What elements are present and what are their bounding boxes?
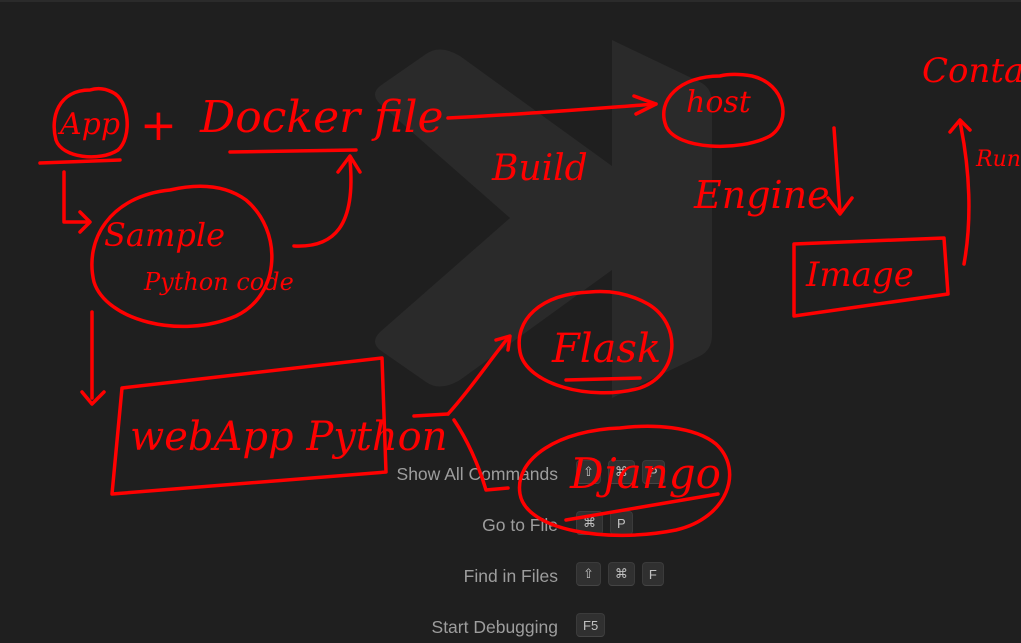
app-to-sample-arrowhead bbox=[78, 210, 92, 234]
image-box bbox=[792, 236, 950, 318]
app-underline bbox=[38, 158, 122, 165]
run-arrowhead bbox=[948, 118, 972, 134]
sample-circle bbox=[90, 184, 274, 329]
key-f5: F5 bbox=[576, 613, 606, 637]
shortcut-find-in-files[interactable]: Find in Files ⇧ ⌘ F bbox=[0, 562, 1021, 590]
window-top-border bbox=[0, 0, 1021, 2]
key-p: P bbox=[641, 460, 665, 484]
webapp-label: webApp Python bbox=[130, 414, 448, 460]
container-label: Conta bbox=[922, 51, 1021, 91]
sample-to-dockerfile-arrowhead bbox=[336, 154, 362, 174]
branch-to-flask-arrowhead bbox=[494, 334, 512, 352]
shortcut-label: Find in Files bbox=[463, 566, 558, 586]
image-arrowhead bbox=[826, 196, 854, 216]
image-label: Image bbox=[805, 255, 914, 295]
image-arrow bbox=[832, 126, 842, 214]
sample-label-line1: Sample bbox=[104, 216, 225, 254]
shortcut-start-debugging[interactable]: Start Debugging F5 bbox=[0, 613, 1021, 641]
app-to-sample-arrow bbox=[62, 170, 90, 224]
branch-to-flask bbox=[446, 336, 510, 416]
app-circle bbox=[52, 86, 129, 159]
shortcut-show-all-commands[interactable]: Show All Commands ⇧ ⌘ P bbox=[0, 460, 1021, 488]
host-label: host bbox=[686, 85, 752, 120]
django-strike bbox=[564, 492, 720, 522]
flask-circle bbox=[517, 289, 674, 395]
host-circle bbox=[662, 72, 785, 149]
branch-to-django bbox=[452, 418, 510, 492]
build-arrowhead bbox=[632, 94, 658, 116]
dockerfile-underline bbox=[228, 148, 358, 154]
app-label: App bbox=[57, 107, 120, 142]
sample-label-line2: Python code bbox=[143, 268, 294, 296]
webapp-box bbox=[110, 356, 388, 496]
key-command: ⌘ bbox=[607, 460, 635, 484]
run-arrow bbox=[958, 120, 971, 266]
flask-label: Flask bbox=[551, 326, 661, 372]
key-f: F bbox=[641, 562, 664, 586]
engine-label: Engine bbox=[693, 173, 830, 217]
key-shift: ⇧ bbox=[576, 562, 601, 586]
sample-to-webapp-arrowhead bbox=[80, 390, 106, 406]
plus-label: + bbox=[140, 100, 177, 151]
django-circle bbox=[517, 424, 732, 538]
key-shift: ⇧ bbox=[576, 460, 601, 484]
shortcut-label: Start Debugging bbox=[431, 617, 558, 637]
flask-underline bbox=[564, 376, 642, 382]
build-arrow bbox=[446, 102, 658, 120]
build-label: Build bbox=[491, 148, 588, 189]
run-label: Run bbox=[975, 147, 1021, 172]
sample-to-dockerfile-arrow bbox=[292, 158, 353, 248]
shortcut-label: Show All Commands bbox=[396, 464, 558, 484]
key-command: ⌘ bbox=[607, 562, 635, 586]
django-label: Django bbox=[569, 449, 721, 498]
branch-stem bbox=[412, 412, 450, 418]
dockerfile-label: Docker file bbox=[199, 92, 444, 143]
